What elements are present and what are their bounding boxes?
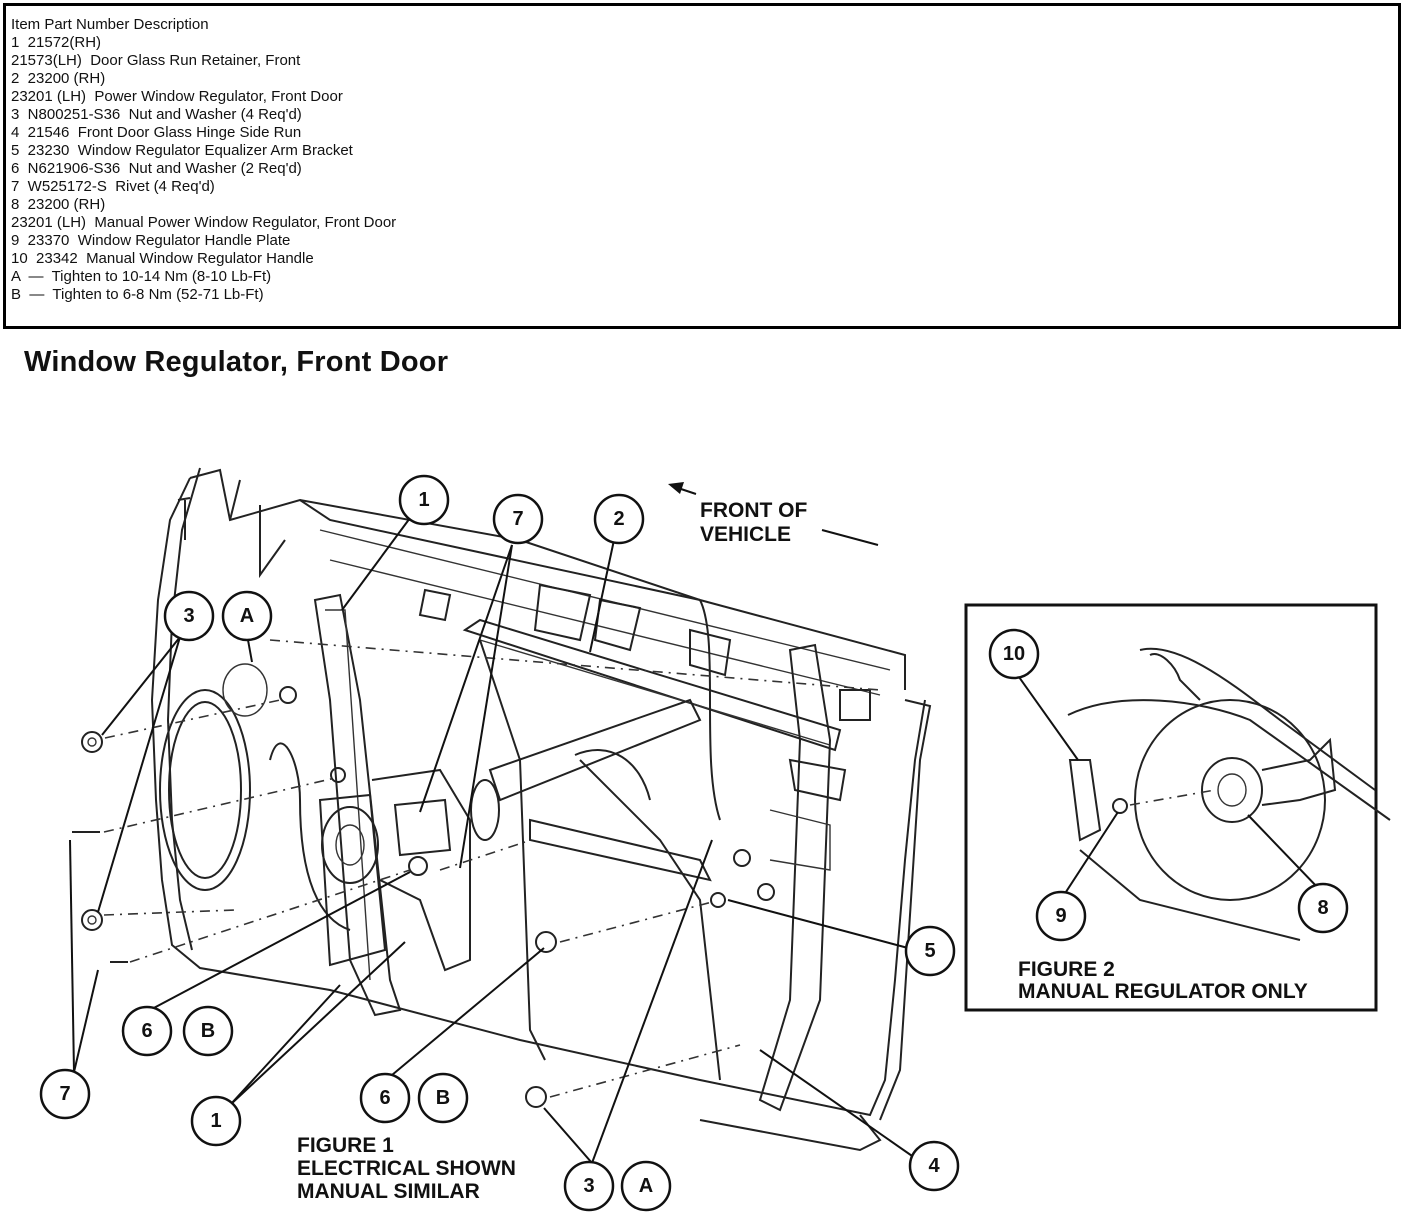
parts-line: A — Tighten to 10-14 Nm (8-10 Lb-Ft) xyxy=(11,268,272,285)
callout-2-top: 2 xyxy=(593,493,645,545)
callout-3-left: 3 xyxy=(163,590,215,642)
svg-text:9: 9 xyxy=(1055,905,1066,927)
svg-text:3: 3 xyxy=(583,1175,594,1197)
svg-text:5: 5 xyxy=(924,940,935,962)
parts-line: 10 23342 Manual Window Regulator Handle xyxy=(11,250,314,267)
parts-line: 2 23200 (RH) xyxy=(11,70,106,87)
callout-9: 9 xyxy=(1035,890,1087,942)
parts-line: 6 N621906-S36 Nut and Washer (2 Req'd) xyxy=(11,160,302,177)
svg-text:3: 3 xyxy=(183,605,194,627)
parts-line: 1 21572(RH) xyxy=(11,34,102,51)
svg-text:B: B xyxy=(436,1087,450,1109)
front-arrow: FRONT OF VEHICLE xyxy=(668,482,879,546)
figure1-line1: FIGURE 1 xyxy=(297,1134,394,1157)
figure-2-inset: FIGURE 2 MANUAL REGULATOR ONLY xyxy=(964,603,1391,1012)
glass-run-retainer xyxy=(313,593,402,1017)
leader-lines xyxy=(69,517,916,1164)
page-title: Window Regulator, Front Door xyxy=(24,346,449,378)
parts-line: 5 23230 Window Regulator Equalizer Arm B… xyxy=(11,142,353,159)
callout-7-top: 7 xyxy=(492,493,544,545)
figure1-line3: MANUAL SIMILAR xyxy=(297,1180,480,1203)
callout-B-mid: B xyxy=(417,1072,469,1124)
front-label-line1: FRONT OF xyxy=(700,499,807,522)
callout-6-mid: 6 xyxy=(359,1072,411,1124)
callout-10: 10 xyxy=(988,628,1040,680)
svg-text:6: 6 xyxy=(379,1087,390,1109)
parts-line: 3 N800251-S36 Nut and Washer (4 Req'd) xyxy=(11,106,302,123)
alignment-lines xyxy=(103,639,881,1098)
svg-text:B: B xyxy=(201,1020,215,1042)
svg-text:6: 6 xyxy=(141,1020,152,1042)
svg-text:8: 8 xyxy=(1317,897,1328,919)
callout-A-left: A xyxy=(221,590,273,642)
fasteners xyxy=(72,686,775,1108)
parts-list: Item Part Number Description 1 21572(RH)… xyxy=(11,16,396,304)
parts-header: Item Part Number Description xyxy=(11,16,209,33)
svg-text:4: 4 xyxy=(928,1155,940,1177)
hinge-side-run xyxy=(758,643,847,1112)
svg-text:10: 10 xyxy=(1003,643,1025,665)
power-window-motor xyxy=(269,742,471,972)
callout-3-bottom: 3 xyxy=(563,1160,615,1212)
callout-1-bottom: 1 xyxy=(190,1095,242,1147)
parts-line: 9 23370 Window Regulator Handle Plate xyxy=(11,232,291,249)
front-label-line2: VEHICLE xyxy=(700,523,791,546)
svg-text:1: 1 xyxy=(418,489,429,511)
svg-text:7: 7 xyxy=(59,1083,70,1105)
callout-8: 8 xyxy=(1297,882,1349,934)
callout-1-top: 1 xyxy=(398,474,450,526)
figure2-line1: FIGURE 2 xyxy=(1018,958,1115,981)
parts-line: 4 21546 Front Door Glass Hinge Side Run xyxy=(11,124,302,141)
parts-line: 8 23200 (RH) xyxy=(11,196,106,213)
callout-7-bottom: 7 xyxy=(39,1068,91,1120)
svg-text:A: A xyxy=(639,1175,653,1197)
svg-text:2: 2 xyxy=(613,508,624,530)
callout-4: 4 xyxy=(908,1140,960,1192)
parts-line: 23201 (LH) Power Window Regulator, Front… xyxy=(11,88,343,105)
callout-5: 5 xyxy=(904,925,956,977)
callout-B-left: B xyxy=(182,1005,234,1057)
door-panel xyxy=(150,467,932,1152)
svg-text:7: 7 xyxy=(512,508,523,530)
callout-A-bottom: A xyxy=(620,1160,672,1212)
parts-list-box: Item Part Number Description 1 21572(RH)… xyxy=(3,3,1401,329)
parts-line: B — Tighten to 6-8 Nm (52-71 Lb-Ft) xyxy=(11,286,264,303)
callout-6-left: 6 xyxy=(121,1005,173,1057)
parts-line: 23201 (LH) Manual Power Window Regulator… xyxy=(11,214,397,231)
parts-line: 7 W525172-S Rivet (4 Req'd) xyxy=(11,178,215,195)
regulator-channel xyxy=(462,599,842,1081)
figure-1-caption: FIGURE 1 ELECTRICAL SHOWN MANUAL SIMILAR xyxy=(297,1134,516,1203)
parts-line: 21573(LH) Door Glass Run Retainer, Front xyxy=(11,52,301,69)
figure2-line2: MANUAL REGULATOR ONLY xyxy=(1018,980,1308,1003)
figure1-line2: ELECTRICAL SHOWN xyxy=(297,1157,516,1180)
svg-text:A: A xyxy=(240,605,254,627)
svg-text:1: 1 xyxy=(210,1110,221,1132)
